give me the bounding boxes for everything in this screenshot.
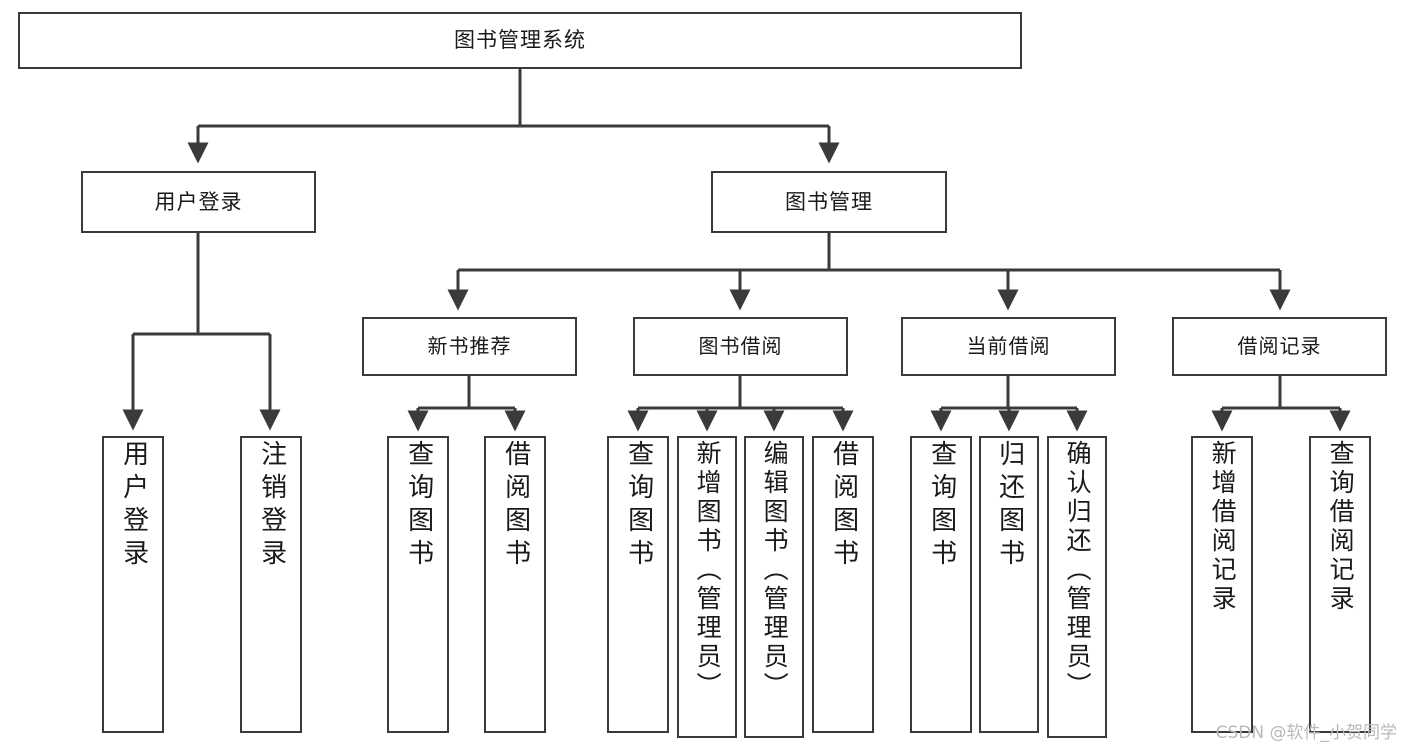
node-leaf-query-book-3[interactable]: 查询图书 (910, 436, 972, 733)
node-user-login[interactable]: 用户登录 (81, 171, 316, 233)
node-leaf-user-login[interactable]: 用户登录 (102, 436, 164, 733)
node-user-login-label: 用户登录 (154, 189, 243, 214)
node-leaf-add-book[interactable]: 新增图书（管理员） (677, 436, 737, 738)
node-book-manage[interactable]: 图书管理 (711, 171, 947, 233)
node-leaf-query-book-1[interactable]: 查询图书 (387, 436, 449, 733)
node-book-manage-label: 图书管理 (785, 189, 873, 214)
node-leaf-add-record-label: 新增借阅记录 (1208, 440, 1238, 614)
node-leaf-add-book-label: 新增图书（管理员） (693, 440, 723, 701)
node-root-label: 图书管理系统 (454, 28, 586, 53)
node-leaf-user-logout[interactable]: 注销登录 (240, 436, 302, 733)
node-leaf-confirm-return-label: 确认归还（管理员） (1063, 440, 1093, 701)
node-leaf-edit-book[interactable]: 编辑图书（管理员） (744, 436, 804, 738)
node-book-borrow-label: 图书借阅 (698, 333, 783, 358)
node-root[interactable]: 图书管理系统 (18, 12, 1022, 69)
watermark-text: CSDN @软件_小贺同学 (1215, 723, 1397, 743)
node-leaf-borrow-book-2-label: 借阅图书 (828, 440, 859, 572)
node-leaf-return-book[interactable]: 归还图书 (979, 436, 1039, 733)
node-leaf-query-book-3-label: 查询图书 (926, 440, 957, 572)
node-leaf-borrow-book-1-label: 借阅图书 (500, 440, 531, 572)
node-leaf-query-record-label: 查询借阅记录 (1326, 440, 1356, 614)
node-new-book-rec-label: 新书推荐 (427, 333, 512, 358)
node-leaf-user-login-label: 用户登录 (118, 440, 149, 572)
node-current-borrow[interactable]: 当前借阅 (901, 317, 1116, 376)
node-leaf-user-logout-label: 注销登录 (256, 440, 287, 572)
node-book-borrow[interactable]: 图书借阅 (633, 317, 848, 376)
node-leaf-return-book-label: 归还图书 (994, 440, 1025, 572)
node-current-borrow-label: 当前借阅 (966, 333, 1051, 358)
node-borrow-record[interactable]: 借阅记录 (1172, 317, 1387, 376)
node-leaf-query-book-2[interactable]: 查询图书 (607, 436, 669, 733)
node-leaf-query-book-2-label: 查询图书 (623, 440, 654, 572)
node-new-book-rec[interactable]: 新书推荐 (362, 317, 577, 376)
node-borrow-record-label: 借阅记录 (1237, 333, 1322, 358)
node-leaf-borrow-book-1[interactable]: 借阅图书 (484, 436, 546, 733)
node-leaf-query-record[interactable]: 查询借阅记录 (1309, 436, 1371, 733)
node-leaf-query-book-1-label: 查询图书 (403, 440, 434, 572)
node-leaf-borrow-book-2[interactable]: 借阅图书 (812, 436, 874, 733)
node-leaf-add-record[interactable]: 新增借阅记录 (1191, 436, 1253, 733)
node-leaf-edit-book-label: 编辑图书（管理员） (760, 440, 790, 701)
node-leaf-confirm-return[interactable]: 确认归还（管理员） (1047, 436, 1107, 738)
